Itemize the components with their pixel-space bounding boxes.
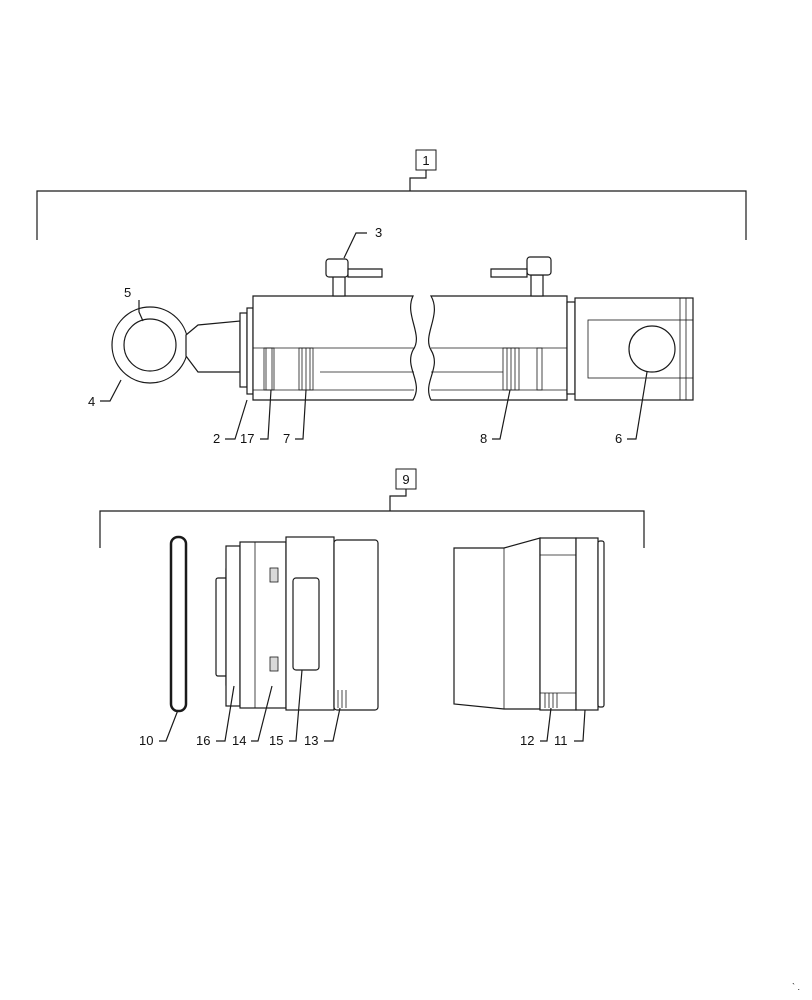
callout-4: 4 [88,394,95,409]
callout-17: 17 [240,431,254,446]
grease-fitting-right [490,256,552,297]
o-ring [169,535,188,713]
piston-seal-stack [215,536,379,711]
rod-eye-bore [123,318,177,372]
callout-14: 14 [232,733,246,748]
hydraulic-cylinder [111,256,694,401]
callout-10: 10 [139,733,153,748]
callout-13: 13 [304,733,318,748]
callout-15: 15 [269,733,283,748]
gland-bushing [453,537,605,711]
callout-2: 2 [213,431,220,446]
callout-16: 16 [196,733,210,748]
callout-8: 8 [480,431,487,446]
callout-6: 6 [615,431,622,446]
base-pin-bore [628,325,676,373]
grease-fitting-left [325,258,383,297]
callout-11: 11 [554,733,568,748]
group-1-bracket: 1 [36,149,747,240]
callout-labels: 5 4 3 2 17 7 8 6 10 16 14 15 13 12 11 [88,225,622,748]
group-9-label: 9 [402,472,409,487]
callout-5: 5 [124,285,131,300]
callout-7: 7 [283,431,290,446]
callout-3: 3 [375,225,382,240]
callout-12: 12 [520,733,534,748]
group-1-label: 1 [422,153,429,168]
leader-lines [100,232,648,742]
corner-mark: ` . [792,982,800,992]
group-9-bracket: 9 [99,468,645,548]
